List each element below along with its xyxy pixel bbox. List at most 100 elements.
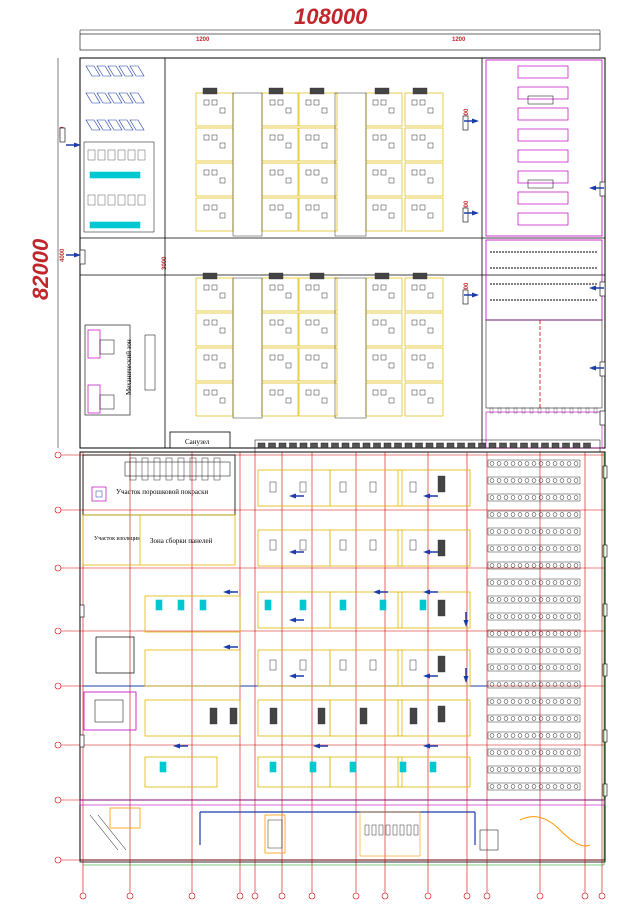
mark: [585, 407, 590, 414]
rack-cell: [573, 648, 579, 653]
axis-bubble: [54, 856, 62, 864]
rack-cell: [538, 631, 544, 636]
rack-cell: [510, 563, 516, 568]
equipment: [411, 134, 418, 141]
workshop-zone: [144, 595, 241, 633]
arrow-icon: [223, 589, 230, 595]
rack-cell: [524, 733, 530, 738]
cyan-equipment: [339, 599, 347, 611]
equipment: [203, 169, 210, 176]
rack-cell: [517, 716, 523, 721]
office-equipment: [94, 699, 124, 723]
rack-cell: [489, 631, 495, 636]
equipment: [305, 169, 312, 176]
rack-cell: [531, 733, 537, 738]
gallery-bay: [257, 442, 266, 449]
rack-cell: [531, 767, 537, 772]
rack-cell: [517, 665, 523, 670]
arrow-icon: [423, 589, 430, 595]
rack-cell: [489, 580, 495, 585]
rack-cell: [517, 750, 523, 755]
workshop-zone: [397, 591, 471, 629]
rack-cell: [559, 716, 565, 721]
equipment: [321, 107, 328, 114]
magenta-cell: [517, 65, 569, 79]
equipment: [411, 284, 418, 291]
rack-cell: [538, 512, 544, 517]
gallery-bay: [404, 442, 413, 449]
equipment: [269, 539, 277, 551]
machine: [87, 149, 96, 161]
equipment: [285, 327, 292, 334]
powder-coating-room: [82, 454, 236, 516]
rack: [85, 119, 101, 131]
axis-bubble: [463, 892, 471, 900]
gate-icon: [602, 603, 608, 617]
axis-bubble: [251, 892, 259, 900]
rack-cell: [510, 767, 516, 772]
workstation-zone: [365, 162, 403, 197]
workshop-zone: [329, 649, 403, 687]
utility-strip: [79, 799, 606, 863]
equipment: [339, 659, 347, 671]
rack-cell: [489, 478, 495, 483]
equipment: [419, 354, 426, 361]
rack-cell: [517, 478, 523, 483]
cyan-equipment: [379, 599, 387, 611]
rack-cell: [496, 631, 502, 636]
rack-cell: [545, 563, 551, 568]
rack-cell: [503, 546, 509, 551]
cyan-equipment: [177, 599, 185, 611]
equipment: [269, 134, 276, 141]
coating-booth: [153, 457, 161, 481]
workshop-zone: [329, 529, 403, 567]
magenta-booth: [91, 486, 107, 502]
rack-cell: [524, 580, 530, 585]
workshop-zone: [257, 756, 331, 788]
rack-cell: [573, 529, 579, 534]
rack-cell: [524, 461, 530, 466]
machine: [269, 707, 278, 725]
rack-cell: [545, 512, 551, 517]
mark: [505, 407, 510, 414]
gate-icon: [462, 289, 469, 305]
gate-icon: [602, 729, 608, 743]
axis-bubble: [598, 892, 606, 900]
rack-cell: [531, 461, 537, 466]
rack-cell: [524, 750, 530, 755]
rack-cell: [545, 495, 551, 500]
rack-cell: [552, 563, 558, 568]
rack-cell: [545, 648, 551, 653]
rack: [96, 92, 112, 104]
storage-rack: [487, 510, 581, 519]
equipment: [277, 319, 284, 326]
equipment: [277, 354, 284, 361]
gate-icon: [599, 361, 606, 377]
mark: [529, 407, 534, 414]
rack-cell: [573, 767, 579, 772]
arrow-icon: [463, 676, 469, 683]
rack-cell: [531, 614, 537, 619]
gallery-bay: [562, 442, 570, 449]
rack-cell: [524, 767, 530, 772]
machine-head: [412, 272, 428, 280]
rack-cell: [496, 546, 502, 551]
equipment: [380, 169, 387, 176]
rack-cell: [545, 631, 551, 636]
rack-cell: [566, 699, 572, 704]
equipment: [299, 659, 307, 671]
equipment: [419, 284, 426, 291]
rack-cell: [552, 767, 558, 772]
equipment: [203, 134, 210, 141]
equipment: [380, 389, 387, 396]
axis-bubble: [54, 564, 62, 572]
workstation-zone: [195, 197, 234, 232]
rack: [118, 65, 134, 77]
rack-cell: [559, 597, 565, 602]
cyan-equipment: [429, 761, 437, 773]
rack-cell: [559, 682, 565, 687]
rack-cell: [503, 682, 509, 687]
rack-cell: [559, 648, 565, 653]
magenta-office: [83, 691, 137, 731]
storage-rack: [487, 663, 581, 672]
